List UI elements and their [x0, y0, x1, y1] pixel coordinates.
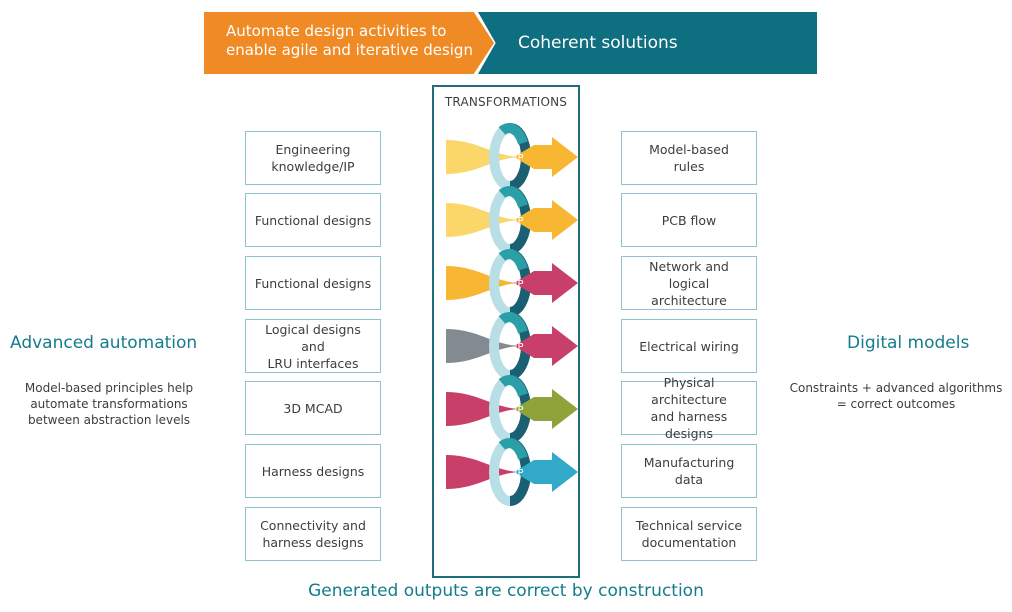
advanced-automation-title: Advanced automation	[10, 333, 198, 353]
description-line: Model-based principles help	[24, 381, 194, 395]
output-box-pcb-flow: PCB flow	[621, 193, 757, 247]
digital-models-title: Digital models	[847, 333, 970, 353]
transformations-graphic: IP IP IP IP IP IP	[446, 123, 578, 506]
box-label-line1: Manufacturing data	[643, 455, 735, 487]
ip-label: IP	[515, 153, 524, 164]
input-funnel	[446, 140, 518, 174]
box-label-line2: rules	[673, 159, 705, 174]
ring-highlight	[498, 186, 528, 208]
transformation-row: IP	[446, 375, 578, 443]
box-label-line1: Electrical wiring	[639, 338, 739, 354]
input-box-engineering-knowledge: Engineering knowledge/IP	[245, 131, 381, 185]
input-funnel	[446, 455, 518, 489]
box-label-line1: Physical architecture	[651, 375, 727, 407]
input-funnel	[446, 266, 518, 300]
banner-automate-chevron: Automate design activities to enable agi…	[204, 12, 494, 74]
ip-label: IP	[515, 405, 524, 416]
ring-highlight	[498, 123, 528, 145]
input-box-harness-designs: Harness designs	[245, 444, 381, 498]
output-arrow	[514, 200, 578, 240]
box-label-line2: harness designs	[262, 535, 364, 550]
input-funnel	[446, 392, 518, 426]
advanced-automation-description: Model-based principles help automate tra…	[2, 380, 216, 428]
box-label-line2: knowledge/IP	[271, 159, 355, 174]
box-label-line2: documentation	[641, 535, 737, 550]
box-label-line1: Functional designs	[254, 275, 372, 291]
banner-coherent-chevron: Coherent solutions	[478, 12, 817, 74]
box-label-line1: Logical designs and	[265, 321, 361, 354]
box-label-line1: Connectivity and	[260, 518, 366, 533]
box-label-line1: Network and logical	[649, 258, 729, 291]
output-arrow	[514, 137, 578, 177]
description-line: = correct outcomes	[836, 397, 956, 411]
transformation-row: IP	[446, 249, 578, 317]
input-funnel	[446, 329, 518, 363]
box-label-line1: Technical service	[635, 518, 743, 533]
output-box-manufacturing-data: Manufacturing data	[621, 444, 757, 498]
transformations-frame	[432, 85, 580, 578]
input-box-functional-designs-2: Functional designs	[245, 256, 381, 310]
box-label-line1: Functional designs	[254, 212, 372, 228]
banner-automate-line2: enable agile and iterative design	[226, 41, 473, 59]
transformation-row: IP	[446, 312, 578, 380]
description-line: automate transformations	[30, 397, 188, 411]
output-arrow	[514, 326, 578, 366]
output-box-model-based-rules: Model-based rules	[621, 131, 757, 185]
transformation-row: IP	[446, 123, 578, 191]
ip-label: IP	[515, 279, 524, 290]
box-label-line1: Model-based	[649, 142, 729, 157]
box-label-line1: PCB flow	[661, 212, 717, 228]
banner-coherent-label: Coherent solutions	[518, 33, 678, 53]
output-box-electrical-wiring: Electrical wiring	[621, 319, 757, 373]
description-line: Constraints + advanced algorithms	[789, 381, 1003, 395]
input-box-connectivity: Connectivity and harness designs	[245, 507, 381, 561]
output-arrow	[514, 452, 578, 492]
banner-automate-line1: Automate design activities to	[226, 22, 447, 40]
ip-label: IP	[515, 342, 524, 353]
output-box-technical-documentation: Technical service documentation	[621, 507, 757, 561]
footer-statement: Generated outputs are correct by constru…	[308, 581, 704, 601]
box-label-line2: LRU interfaces	[267, 355, 359, 371]
box-label-line1: 3D MCAD	[283, 400, 343, 416]
ring-highlight	[498, 375, 528, 397]
input-box-3d-mcad: 3D MCAD	[245, 381, 381, 435]
ip-label: IP	[515, 216, 524, 227]
box-label-line1: Harness designs	[261, 463, 365, 479]
output-arrow	[514, 263, 578, 303]
ring-highlight	[498, 438, 528, 460]
transformation-row: IP	[446, 438, 578, 506]
transformations-title: TRANSFORMATIONS	[444, 95, 568, 109]
ring-highlight	[498, 312, 528, 334]
input-funnel	[446, 203, 518, 237]
ring-highlight	[498, 249, 528, 271]
transformation-row: IP	[446, 186, 578, 254]
digital-models-description: Constraints + advanced algorithms = corr…	[784, 380, 1008, 412]
input-box-functional-designs-1: Functional designs	[245, 193, 381, 247]
ip-label: IP	[515, 468, 524, 479]
box-label-line2: and harness designs	[650, 409, 728, 441]
description-line: between abstraction levels	[27, 413, 191, 427]
output-arrow	[514, 389, 578, 429]
box-label-line1: Engineering	[275, 142, 351, 157]
box-label-line2: architecture	[651, 292, 727, 308]
